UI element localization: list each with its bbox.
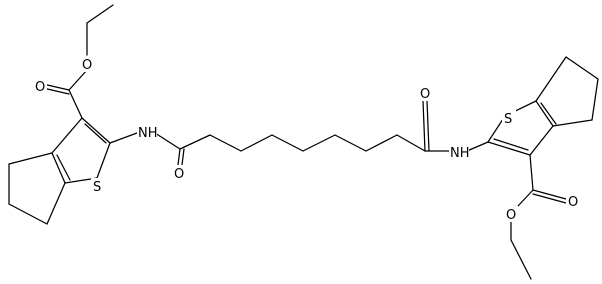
atom-nh-left: NH xyxy=(138,126,158,141)
left-thiophene-ring xyxy=(51,117,111,184)
right-thiophene-ring xyxy=(487,100,557,156)
left-cyclopentane-ring xyxy=(8,152,66,225)
atom-oxygen-ether-left: O xyxy=(82,58,92,73)
atom-oxygen-carbonyl-right: O xyxy=(568,195,578,210)
right-ethyl-ester xyxy=(510,154,567,280)
atom-labels: O O S NH O O NH S O O xyxy=(33,56,580,223)
atom-oxygen-ether-right: O xyxy=(506,208,516,223)
atom-oxygen-carbonyl-left: O xyxy=(35,80,45,95)
atom-oxygen-amide-left: O xyxy=(174,167,184,182)
atom-sulfur-right: S xyxy=(504,112,512,127)
left-ethyl-ester xyxy=(42,4,114,119)
atom-nh-right: NH xyxy=(450,146,470,161)
atom-sulfur-left: S xyxy=(93,180,101,195)
right-cyclopentane-ring xyxy=(535,56,599,127)
atom-oxygen-amide-right: O xyxy=(420,87,430,102)
octanediamide-linker xyxy=(109,100,489,166)
